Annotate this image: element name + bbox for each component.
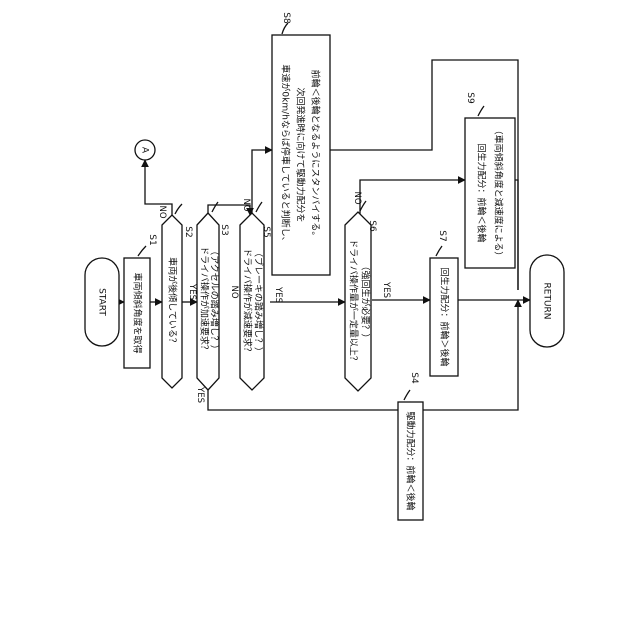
s5-text-line2: （ブレーキの踏み増し？） (253, 248, 265, 356)
s7-text: 回生力配分：前輪＞後輪 (439, 267, 451, 366)
s6-text-line2: （強回生が必要？） (360, 261, 372, 342)
s6-id: S6 (367, 220, 377, 232)
s8-text-line2: 次回発進時に向けて駆動力配分を (295, 87, 307, 222)
step-s8-box: 車速が0km/hならば停車していると判断し、 次回発進時に向けて駆動力配分を 前… (272, 12, 330, 275)
step-s1-box: 車両傾斜角度を取得 S1 (124, 234, 157, 368)
s2-id: S2 (183, 226, 193, 237)
step-s7-box: 回生力配分：前輪＞後輪 S7 (430, 230, 458, 376)
step-s9-box: 回生力配分：前輪＜後輪 （車両傾斜角度と減速度による） S9 (465, 92, 515, 268)
return-terminal: RETURN (530, 255, 564, 347)
flow-s6-no-s9 (360, 180, 465, 215)
return-label: RETURN (542, 282, 552, 319)
connector-a-label: A (140, 147, 150, 154)
s2-leader (175, 204, 182, 214)
s8-id: S8 (281, 12, 291, 24)
s9-id: S9 (465, 92, 475, 104)
step-s6-decision: ドライバ操作量が一定量以上？ （強回生が必要？） S6 NO YES (345, 191, 391, 391)
s3-no-label: NO (229, 285, 239, 298)
s8-text-line1: 車速が0km/hならば停車していると判断し、 (280, 64, 292, 245)
step-s4-box: 駆動力配分：前輪＜後輪 S4 (398, 372, 423, 520)
s4-leader (404, 390, 410, 400)
s6-yes-label: YES (381, 281, 391, 298)
s4-id: S4 (409, 372, 419, 384)
s3-yes-label: YES (195, 386, 205, 403)
s9-leader (478, 106, 484, 116)
s2-no-label: NO (157, 205, 167, 218)
s1-text: 車両傾斜角度を取得 (132, 272, 144, 353)
s2-yes-label: YES (187, 283, 197, 300)
flow-s3-yes-s4 (208, 388, 410, 410)
s5-leader (256, 202, 262, 212)
s2-text: 車両が後傾している？ (167, 257, 179, 347)
s5-yes-label: YES (273, 286, 283, 303)
s7-id: S7 (437, 230, 447, 241)
flow-s4-return (410, 300, 518, 410)
s7-leader (436, 246, 442, 256)
s1-id: S1 (147, 234, 157, 245)
s3-id: S3 (219, 224, 229, 235)
s3-text-line2: （アクセルの踏み増し？） (209, 246, 221, 354)
s1-leader (138, 246, 146, 256)
s6-text-line1: ドライバ操作量が一定量以上？ (348, 239, 360, 365)
step-s2-decision: 車両が後傾している？ S2 NO YES (157, 204, 197, 388)
s8-text-line3: 前輪＜後輪となるようにスタンバイする。 (310, 70, 322, 241)
s5-text-line1: ドライバ操作が減速要求？ (242, 248, 254, 356)
connector-a: A (135, 140, 155, 160)
s9-text-line2: （車両傾斜角度と減速度による） (493, 126, 505, 261)
s5-id: S5 (261, 226, 271, 237)
s3-leader (212, 202, 218, 212)
s9-text-line1: 回生力配分：前輪＜後輪 (476, 143, 488, 242)
step-s3-decision: ドライバ操作が加速要求？ （アクセルの踏み増し？） S3 YES NO (195, 202, 239, 403)
flow-s5-no-s8 (252, 150, 272, 215)
s8-leader (282, 23, 288, 34)
s6-no-label: NO (352, 191, 362, 204)
s5-no-label: NO (241, 198, 251, 211)
s4-text: 駆動力配分：前輪＜後輪 (405, 411, 417, 510)
start-terminal: START (85, 258, 119, 346)
start-label: START (97, 288, 107, 316)
